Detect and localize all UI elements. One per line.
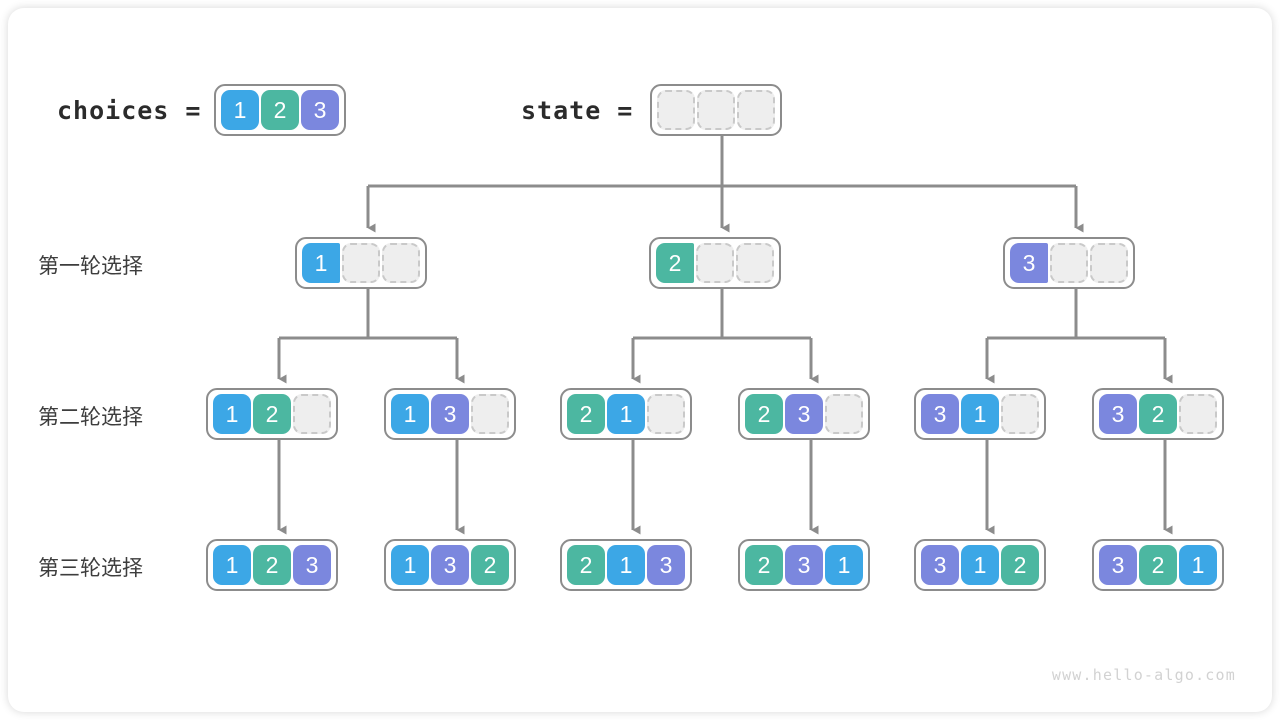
round2-node4-cell-3 — [825, 394, 863, 434]
state-cell-2 — [697, 90, 735, 130]
node-round1-1: 1 — [295, 237, 427, 289]
row-label-round-2: 第二轮选择 — [38, 406, 143, 429]
round2-node4-cell-1: 2 — [745, 394, 783, 434]
state-array — [650, 84, 782, 136]
round1-node1-cell-1: 1 — [302, 243, 340, 283]
row-label-round-3: 第三轮选择 — [38, 557, 143, 580]
round3-node2-cell-2: 3 — [431, 545, 469, 585]
round1-node1-cell-3 — [382, 243, 420, 283]
choices-cell-2: 2 — [261, 90, 299, 130]
round2-node5-cell-2: 1 — [961, 394, 999, 434]
round2-node5-cell-1: 3 — [921, 394, 959, 434]
node-round1-3: 3 — [1003, 237, 1135, 289]
round2-node6-cell-2: 2 — [1139, 394, 1177, 434]
round3-node5-cell-1: 3 — [921, 545, 959, 585]
choices-cell-1: 1 — [221, 90, 259, 130]
state-label: state = — [521, 96, 634, 125]
round3-node2-cell-1: 1 — [391, 545, 429, 585]
round1-node3-cell-2 — [1050, 243, 1088, 283]
round3-node6-cell-3: 1 — [1179, 545, 1217, 585]
round3-node3-cell-2: 1 — [607, 545, 645, 585]
round2-node4-cell-2: 3 — [785, 394, 823, 434]
round2-node6-cell-1: 3 — [1099, 394, 1137, 434]
round3-node5-cell-2: 1 — [961, 545, 999, 585]
round3-node2-cell-3: 2 — [471, 545, 509, 585]
round2-node3-cell-1: 2 — [567, 394, 605, 434]
round3-node4-cell-2: 3 — [785, 545, 823, 585]
round2-node3-cell-3 — [647, 394, 685, 434]
watermark: www.hello-algo.com — [1051, 666, 1236, 684]
round1-node2-cell-1: 2 — [656, 243, 694, 283]
round3-node1-cell-3: 3 — [293, 545, 331, 585]
round3-node3-cell-1: 2 — [567, 545, 605, 585]
round2-node1-cell-3 — [293, 394, 331, 434]
round3-node3-cell-3: 3 — [647, 545, 685, 585]
round3-node6-cell-1: 3 — [1099, 545, 1137, 585]
state-cell-1 — [657, 90, 695, 130]
node-round1-2: 2 — [649, 237, 781, 289]
round3-node4-cell-1: 2 — [745, 545, 783, 585]
round3-node1-cell-2: 2 — [253, 545, 291, 585]
round3-node1-cell-1: 1 — [213, 545, 251, 585]
round1-node3-cell-3 — [1090, 243, 1128, 283]
round1-node3-cell-1: 3 — [1010, 243, 1048, 283]
choices-cell-3: 3 — [301, 90, 339, 130]
round2-node1-cell-1: 1 — [213, 394, 251, 434]
round2-node6-cell-3 — [1179, 394, 1217, 434]
choices-label: choices = — [57, 96, 202, 125]
round3-node6-cell-2: 2 — [1139, 545, 1177, 585]
round2-node3-cell-2: 1 — [607, 394, 645, 434]
round2-node1-cell-2: 2 — [253, 394, 291, 434]
round1-node2-cell-3 — [736, 243, 774, 283]
round1-node1-cell-2 — [342, 243, 380, 283]
round3-node5-cell-3: 2 — [1001, 545, 1039, 585]
round2-node2-cell-3 — [471, 394, 509, 434]
round2-node5-cell-3 — [1001, 394, 1039, 434]
round1-node2-cell-2 — [696, 243, 734, 283]
state-cell-3 — [737, 90, 775, 130]
row-label-round-1: 第一轮选择 — [38, 255, 143, 278]
round2-node2-cell-2: 3 — [431, 394, 469, 434]
round3-node4-cell-3: 1 — [825, 545, 863, 585]
round2-node2-cell-1: 1 — [391, 394, 429, 434]
